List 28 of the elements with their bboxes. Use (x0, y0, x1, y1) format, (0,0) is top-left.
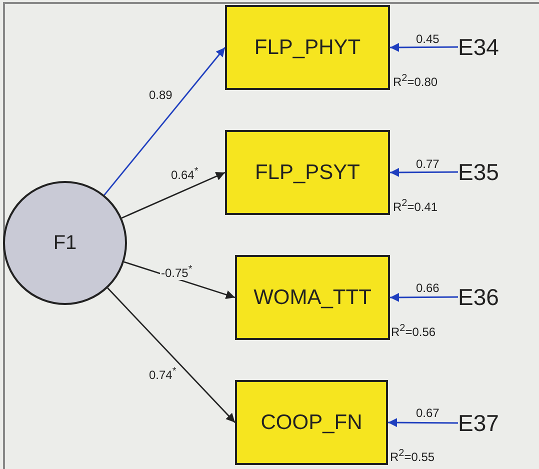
edge-label: 0.64$^{*}$ (170, 166, 200, 182)
r-squared-label: R$^{2}$=0.55 (390, 449, 435, 463)
edge-label: 0.77 (415, 157, 440, 171)
arrow (388, 418, 458, 428)
edge-label: 0.67 (415, 406, 440, 420)
arrow (104, 47, 226, 196)
observed-variable-box: COOP_FN (235, 380, 388, 465)
observed-variable-box: FLP_PSYT (225, 130, 390, 215)
edge-label: -0.75$^{*}$ (160, 264, 194, 280)
error-term-label: E35 (458, 157, 508, 187)
edge-label: 0.74$^{*}$ (148, 366, 178, 382)
edge-label: 0.66 (415, 281, 440, 295)
r-squared-label: R$^{2}$=0.56 (391, 324, 436, 338)
error-term-label: E34 (458, 32, 508, 62)
observed-variable-box: WOMA_TTT (235, 255, 390, 340)
edge-label: 0.45 (415, 32, 440, 46)
arrow (107, 288, 236, 423)
r-squared-label: R$^{2}$=0.41 (393, 199, 438, 213)
error-term-label: E36 (458, 282, 508, 312)
arrow (390, 168, 458, 177)
edge-label: 0.89 (148, 88, 174, 102)
latent-factor-circle: F1 (3, 181, 127, 305)
error-term-label: E37 (458, 408, 508, 438)
arrow (390, 42, 458, 52)
arrow (121, 172, 226, 219)
observed-variable-box: FLP_PHYT (225, 5, 390, 90)
arrow (390, 292, 458, 302)
r-squared-label: R$^{2}$=0.80 (393, 74, 438, 88)
